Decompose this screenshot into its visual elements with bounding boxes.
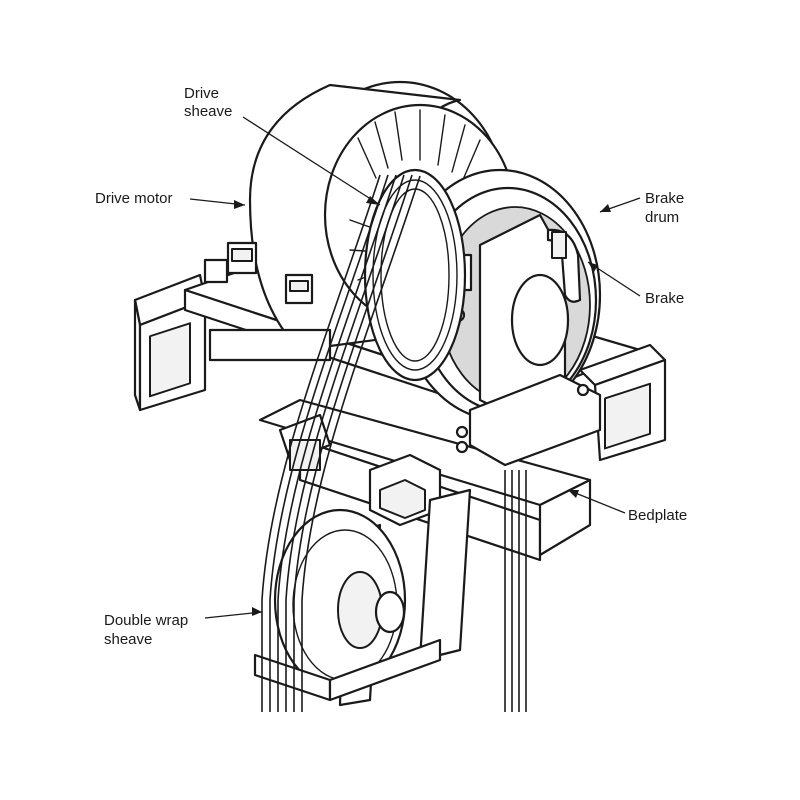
label-double-wrap-sheave-line1: Double wrap bbox=[104, 612, 188, 629]
label-drive-sheave-line2: sheave bbox=[184, 103, 232, 120]
hoist-ropes bbox=[261, 174, 527, 712]
drive-sheave bbox=[363, 168, 467, 382]
label-drive-motor: Drive motor bbox=[95, 190, 173, 207]
label-brake-drum-line2: drum bbox=[645, 209, 679, 226]
leader-drive-sheave bbox=[242, 116, 381, 206]
double-wrap-sheave bbox=[253, 508, 442, 702]
label-brake-drum-line1: Brake bbox=[645, 190, 684, 207]
label-double-wrap-sheave-line2: sheave bbox=[104, 631, 152, 648]
label-brake: Brake bbox=[645, 290, 684, 307]
leader-lines bbox=[189, 116, 641, 619]
callout-labels: Drive sheave Drive motor Brake drum Brak… bbox=[95, 85, 687, 648]
label-bedplate: Bedplate bbox=[628, 507, 687, 524]
label-drive-sheave-line1: Drive bbox=[184, 85, 219, 102]
leader-brake bbox=[587, 261, 641, 297]
